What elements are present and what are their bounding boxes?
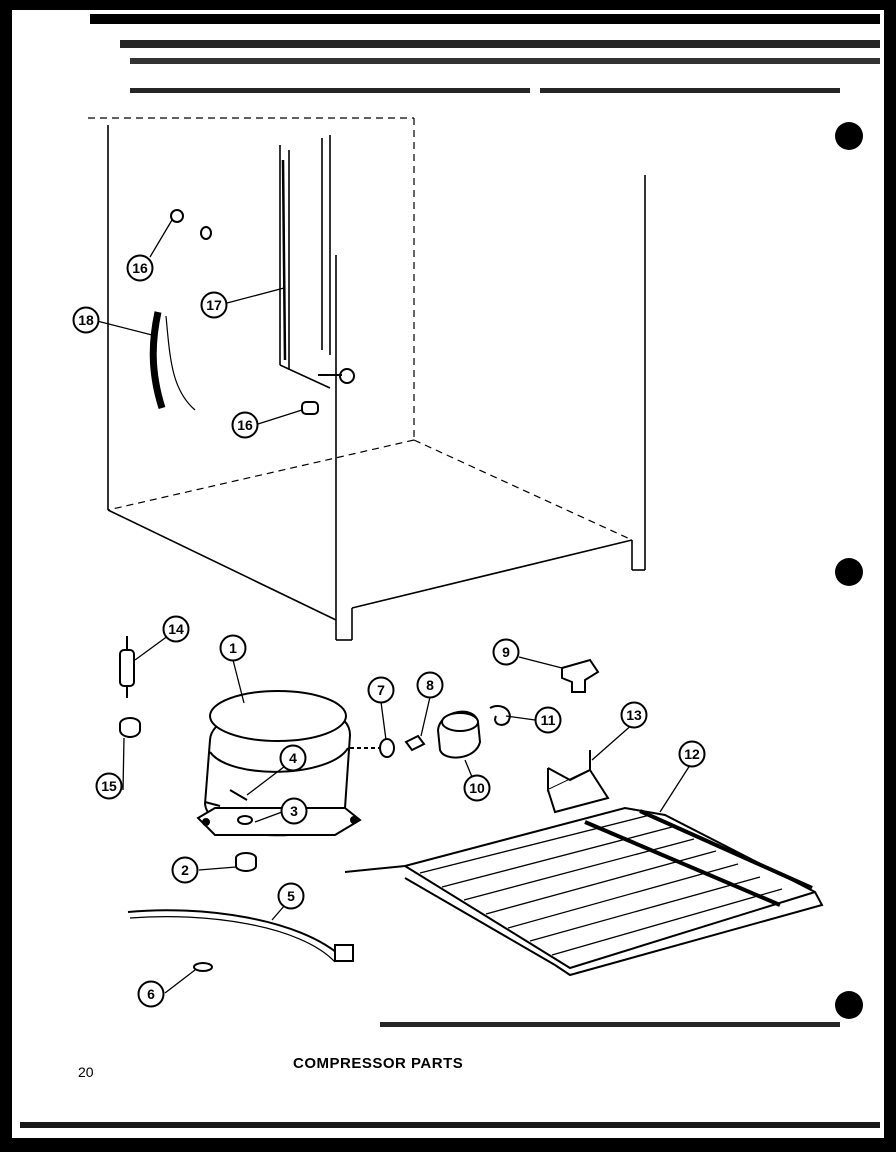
leader-lines [96, 219, 693, 994]
clamp-part-9 [561, 658, 600, 693]
callout-label: 3 [290, 803, 298, 819]
callout-label: 10 [469, 780, 485, 796]
drier-part-14 [119, 636, 135, 698]
callout-label: 9 [502, 644, 510, 660]
callout-9: 9 [492, 638, 520, 666]
callout-15: 15 [95, 772, 123, 800]
callout-label: 18 [78, 312, 94, 328]
callout-label: 15 [101, 778, 117, 794]
clip-part-15 [119, 717, 141, 738]
cabinet-outline [107, 125, 646, 641]
grommet-part-16-top [170, 209, 212, 240]
relay-parts [350, 704, 511, 759]
callout-label: 13 [626, 707, 642, 723]
callout-16-bottom: 16 [231, 411, 259, 439]
bracket-part-13 [547, 750, 610, 814]
tube-part-18 [149, 311, 196, 411]
callout-7: 7 [367, 676, 395, 704]
callout-2: 2 [171, 856, 199, 884]
callout-label: 17 [206, 297, 222, 313]
callout-label: 16 [237, 417, 253, 433]
callout-label: 5 [287, 888, 295, 904]
mounting-hardware [204, 789, 257, 872]
callout-label: 11 [541, 712, 556, 728]
callout-label: 1 [229, 640, 237, 656]
callout-18: 18 [72, 306, 100, 334]
callout-label: 8 [426, 677, 434, 693]
condenser-part-12 [344, 806, 824, 977]
callout-label: 12 [684, 746, 700, 762]
callout-6: 6 [137, 980, 165, 1008]
callout-3: 3 [280, 797, 308, 825]
grommet-part-16-bottom [301, 368, 355, 415]
callout-label: 14 [168, 621, 184, 637]
callout-8: 8 [416, 671, 444, 699]
harness-part-5 [127, 909, 354, 963]
callout-1: 1 [219, 634, 247, 662]
cabinet-hidden-lines [88, 117, 633, 541]
callout-label: 16 [132, 260, 148, 276]
callout-12: 12 [678, 740, 706, 768]
callout-4: 4 [279, 744, 307, 772]
callout-16-top: 16 [126, 254, 154, 282]
compressor-part-1 [196, 690, 362, 837]
callout-label: 7 [377, 682, 385, 698]
callout-label: 6 [147, 986, 155, 1002]
callout-label: 2 [181, 862, 189, 878]
drain-tube-part-17 [281, 159, 287, 361]
hole-punches [835, 122, 863, 1019]
callout-17: 17 [200, 291, 228, 319]
screw-part-6 [193, 962, 213, 972]
diagram-title: COMPRESSOR PARTS [293, 1055, 464, 1072]
callout-13: 13 [620, 701, 648, 729]
callout-5: 5 [277, 882, 305, 910]
page-number: 20 [78, 1064, 94, 1080]
callout-label: 4 [289, 750, 297, 766]
callout-11: 11 [534, 706, 562, 734]
callout-14: 14 [162, 615, 190, 643]
callout-10: 10 [463, 774, 491, 802]
callouts: 16 18 17 16 14 1 15 4 [72, 254, 706, 1008]
